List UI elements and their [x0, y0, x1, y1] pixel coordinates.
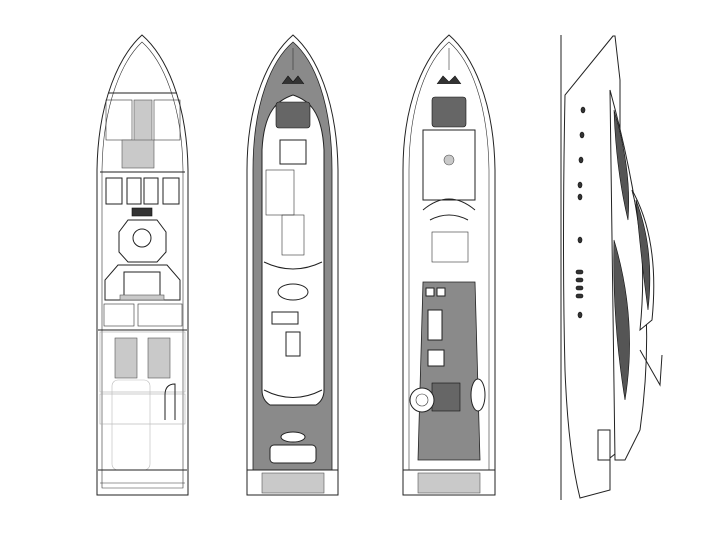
vip-bed-1 — [105, 177, 123, 205]
engine-port — [114, 337, 138, 379]
crew-cabin-stbd — [153, 99, 181, 141]
porthole — [577, 236, 583, 244]
crew-cabin-port — [105, 99, 133, 141]
fairlead-icon — [281, 75, 305, 85]
roof-hatch — [443, 154, 455, 166]
ensuite — [137, 303, 183, 327]
swim-platform — [417, 472, 481, 494]
fairlead-icon — [436, 75, 462, 85]
chair — [436, 287, 446, 297]
salon-arc — [263, 261, 323, 270]
wheelhouse-stair — [281, 214, 305, 256]
engine-room — [99, 331, 186, 393]
porthole — [577, 181, 583, 189]
aft-table — [280, 431, 306, 443]
lower-deck-plan — [96, 34, 189, 496]
stair-treads — [131, 207, 153, 217]
porthole — [578, 156, 584, 164]
porthole — [577, 193, 583, 201]
tech-room — [103, 303, 135, 327]
vip-bed-3 — [143, 177, 159, 205]
garage — [99, 393, 186, 425]
main-deck-plan — [246, 34, 339, 496]
foredeck-sunpad — [431, 96, 467, 128]
owner-cabin-bed — [279, 139, 307, 165]
hull-inner-line — [101, 41, 184, 489]
coffee-table — [285, 331, 301, 357]
radar-arch-glass — [635, 199, 651, 311]
windows-lower — [613, 239, 630, 401]
galley — [265, 169, 295, 216]
tender-davit — [597, 429, 611, 461]
crew-mess — [121, 139, 155, 169]
spiral-stair — [132, 228, 152, 248]
chair — [425, 287, 435, 297]
owner-cabin — [104, 264, 181, 301]
foredeck-sunpad — [275, 101, 311, 129]
porthole — [577, 311, 583, 319]
flybridge-teak — [417, 281, 481, 461]
hull-window — [575, 293, 584, 299]
lobby — [118, 219, 167, 263]
mast — [639, 349, 663, 387]
aft-salon-arc — [263, 389, 323, 398]
swim-platform — [261, 472, 325, 494]
upper-deck-plan — [402, 34, 496, 496]
hull-window — [575, 277, 584, 283]
vip-bed-2 — [126, 177, 142, 205]
dining-table — [277, 283, 309, 301]
jacuzzi — [409, 387, 435, 413]
helm-station — [431, 231, 469, 263]
hull-window — [575, 285, 584, 291]
sofa — [271, 311, 299, 325]
owner-headboard — [119, 294, 165, 301]
garage-stair — [164, 383, 176, 420]
jacuzzi-inner — [415, 393, 429, 407]
engine-stbd — [147, 337, 171, 379]
side-profile — [560, 35, 663, 500]
hull-profile — [563, 35, 621, 499]
deckhouse — [261, 94, 325, 406]
windows-upper — [613, 109, 630, 221]
aft-sofa — [269, 444, 317, 464]
hull-window — [575, 269, 584, 275]
windscreen — [422, 198, 476, 211]
owner-bed — [123, 271, 161, 299]
sunbed — [427, 349, 445, 367]
helm-console — [429, 214, 469, 221]
teak-pad — [431, 382, 461, 412]
bar-counter — [427, 309, 443, 341]
aft-seat — [470, 378, 486, 412]
porthole — [579, 131, 585, 139]
vip-bed-4 — [162, 177, 180, 205]
porthole — [580, 106, 586, 114]
